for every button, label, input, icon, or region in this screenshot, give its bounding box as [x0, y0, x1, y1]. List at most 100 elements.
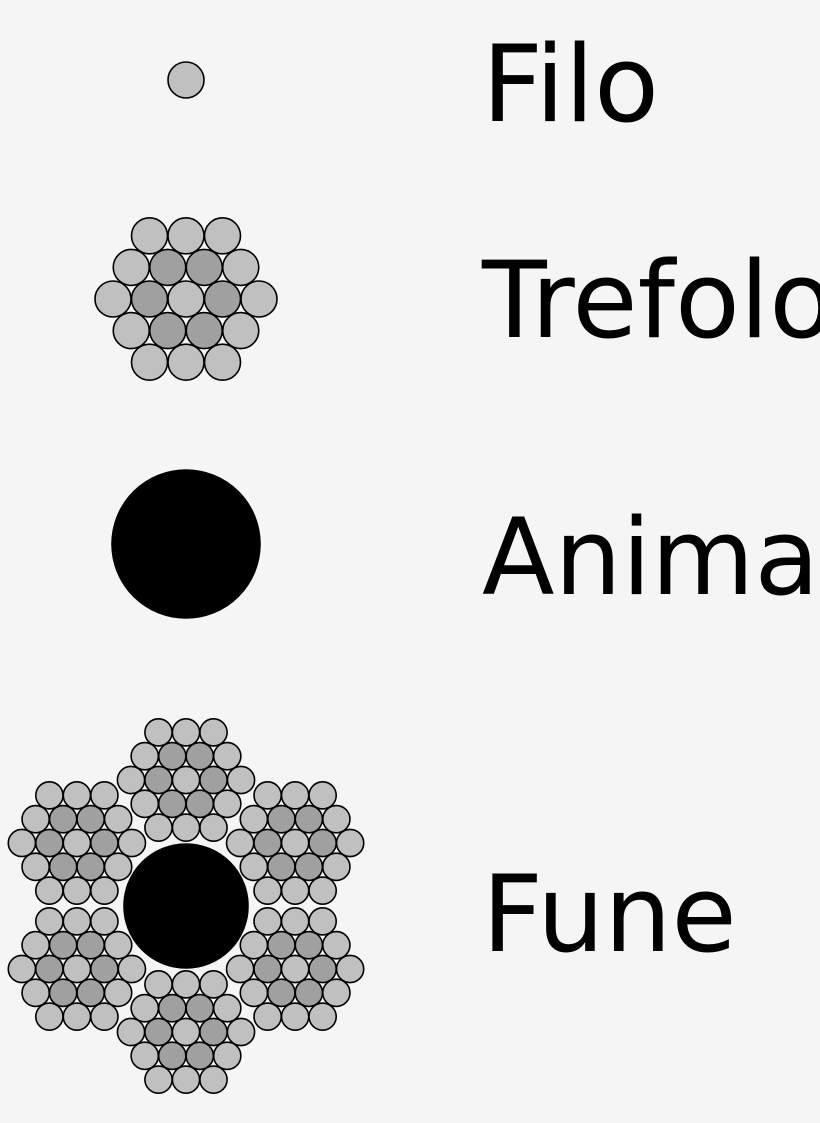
- rope-strand-wire: [212, 993, 242, 1023]
- strand-wire: [148, 248, 187, 287]
- rope-strand-wire: [308, 828, 338, 858]
- rope-strand-wire: [185, 993, 215, 1023]
- strand-wire: [185, 248, 224, 287]
- rope-strand-wire: [7, 828, 37, 858]
- rope-strand-wire: [62, 876, 92, 906]
- rope-strand-wire: [253, 906, 283, 936]
- rope-strand-wire: [266, 930, 296, 960]
- rope-core-circle: [123, 843, 249, 969]
- rope-strand-wire: [199, 1065, 228, 1095]
- rope-strand-wire: [171, 717, 201, 747]
- rope-strand-wire: [280, 876, 310, 906]
- strand-label: Trefolo: [482, 239, 820, 362]
- strand-wire: [130, 216, 169, 255]
- strand-wire: [112, 311, 151, 350]
- rope-strand-wire: [89, 954, 119, 984]
- rope-strand-wire: [185, 789, 215, 819]
- rope-strand-wire: [199, 765, 228, 795]
- rope-strand-wire: [253, 876, 283, 906]
- strand-wire: [148, 311, 187, 350]
- rope-strand-wire: [266, 804, 296, 834]
- rope-strand-wire: [48, 978, 78, 1008]
- core-illustration: [111, 469, 261, 619]
- strand-wire: [221, 248, 260, 287]
- rope-strand-wire: [308, 906, 338, 936]
- rope-strand-wire: [144, 1065, 173, 1095]
- rope-strand-wire: [62, 906, 92, 936]
- rope-strand-wire: [34, 954, 64, 984]
- rope-strand-wire: [308, 1002, 338, 1032]
- rope-strand-wire: [199, 717, 228, 747]
- rope-strand-wire: [48, 804, 78, 834]
- rope-strand-wire: [76, 930, 106, 960]
- rope-strand-wire: [130, 1041, 160, 1071]
- wire-label: Filo: [482, 23, 660, 146]
- rope-strand-wire: [89, 1002, 119, 1032]
- wire-circle: [167, 61, 205, 99]
- rope-strand-wire: [21, 804, 51, 834]
- rope-strand-wire: [89, 780, 119, 810]
- rope-strand-wire: [266, 852, 296, 882]
- rope-strand-wire: [103, 852, 133, 882]
- rope-strand-wire: [34, 1002, 64, 1032]
- rope-strand-wire: [239, 978, 269, 1008]
- rope-strand-wire: [171, 765, 201, 795]
- rope-strand-wire: [199, 969, 228, 999]
- rope-strand-wire: [34, 780, 64, 810]
- rope-strand-wire: [171, 1065, 201, 1095]
- rope-strand-wire: [185, 741, 215, 771]
- rope-strand-wire: [308, 876, 338, 906]
- strand-illustration: [94, 216, 278, 382]
- rope-strand-wire: [7, 954, 37, 984]
- rope-strand-wire: [294, 930, 324, 960]
- rope-strand-wire: [144, 765, 173, 795]
- core-label: Anima: [482, 496, 820, 619]
- rope-strand-wire: [144, 969, 173, 999]
- rope-strand-wire: [321, 804, 351, 834]
- strand-wire: [167, 343, 205, 382]
- rope-strand-wire: [89, 828, 119, 858]
- rope-strand-wire: [34, 906, 64, 936]
- strand-wire: [167, 216, 205, 255]
- strand-wire: [112, 248, 151, 287]
- rope-strand-wire: [76, 852, 106, 882]
- strand-wire: [203, 343, 242, 382]
- rope-strand-wire: [21, 852, 51, 882]
- rope-strand-wire: [48, 852, 78, 882]
- rope-strand-wire: [321, 978, 351, 1008]
- rope-strand-wire: [226, 765, 256, 795]
- rope-strand-wire: [21, 930, 51, 960]
- rope-strand-wire: [199, 813, 228, 843]
- rope-strand-wire: [226, 1017, 256, 1047]
- rope-strand-wire: [157, 789, 187, 819]
- rope-strand-wire: [212, 789, 242, 819]
- rope-strand-wire: [171, 969, 201, 999]
- rope-strand-wire: [62, 1002, 92, 1032]
- rope-strand-wire: [171, 813, 201, 843]
- rope-strand-wire: [157, 1041, 187, 1071]
- rope-label: Fune: [482, 853, 737, 976]
- rope-strand-wire: [62, 780, 92, 810]
- core-circle: [111, 469, 261, 619]
- rope-strand-wire: [253, 828, 283, 858]
- rope-strand-wire: [239, 852, 269, 882]
- rope-strand-wire: [280, 828, 310, 858]
- rope-strand-wire: [48, 930, 78, 960]
- rope-strand-wire: [103, 978, 133, 1008]
- rope-strand-wire: [62, 954, 92, 984]
- rope-strand-wire: [117, 954, 147, 984]
- rope-strand-wire: [34, 876, 64, 906]
- rope-strand-wire: [225, 828, 255, 858]
- rope-strand-wire: [294, 804, 324, 834]
- rope-strand-wire: [280, 780, 310, 810]
- rope-strand-wire: [116, 765, 146, 795]
- rope-strand-wire: [130, 993, 160, 1023]
- rope-strand-wire: [280, 954, 310, 984]
- strand-wire: [185, 311, 224, 350]
- rope-strand-wire: [335, 828, 365, 858]
- rope-strand-wire: [321, 930, 351, 960]
- wire-illustration: [167, 61, 205, 99]
- strand-wire: [130, 343, 169, 382]
- rope-strand-wire: [76, 978, 106, 1008]
